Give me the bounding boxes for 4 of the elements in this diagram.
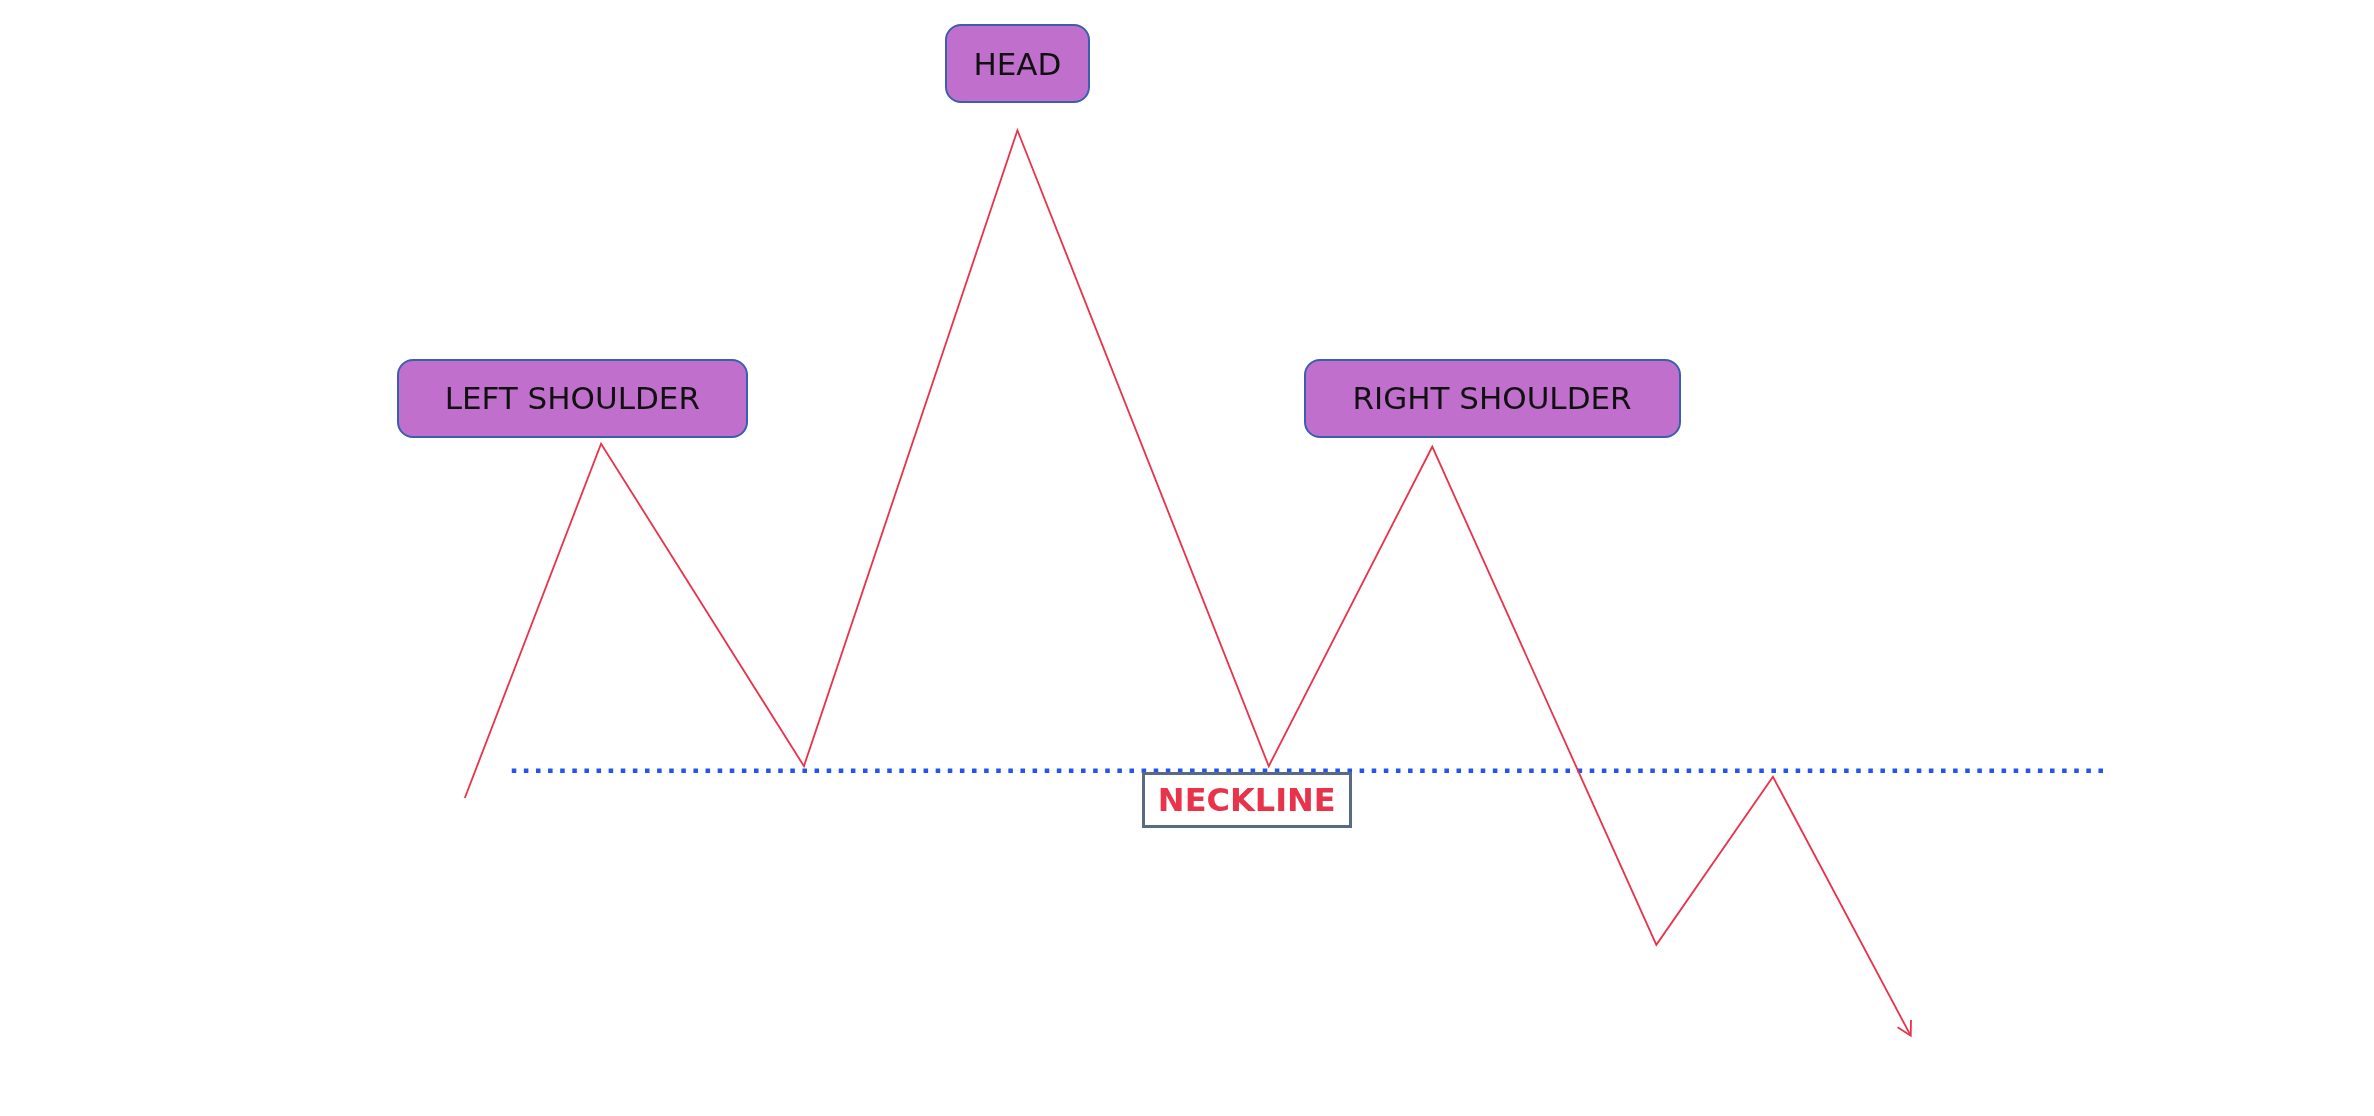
pattern-label: RIGHT SHOULDER bbox=[1303, 358, 1681, 438]
pattern-label: LEFT SHOULDER bbox=[396, 358, 748, 438]
neckline-label: NECKLINE bbox=[1141, 772, 1352, 829]
pattern-label: HEAD bbox=[944, 24, 1091, 103]
